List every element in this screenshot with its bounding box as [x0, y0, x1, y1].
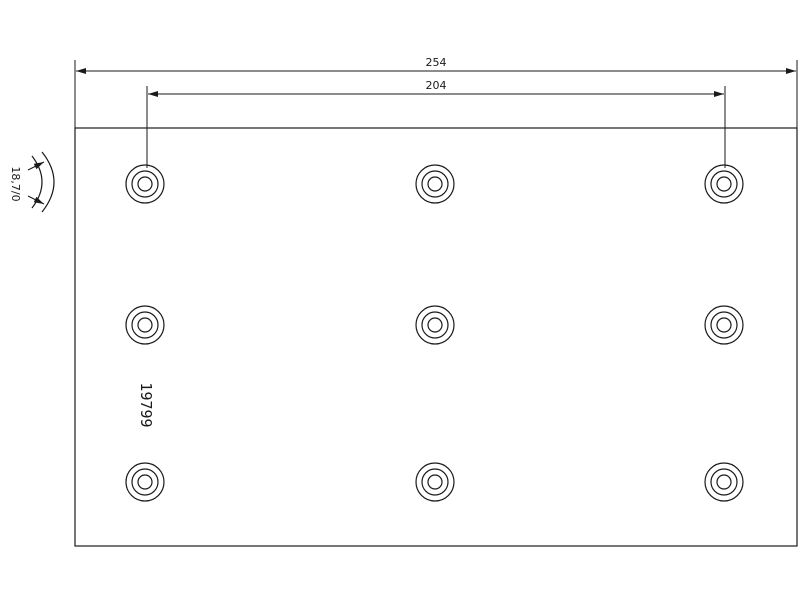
rivet-hole-inner-ring — [427, 317, 443, 333]
rivet-hole-outer-ring — [125, 164, 165, 204]
rivet-hole — [125, 462, 165, 502]
rivet-hole — [415, 305, 455, 345]
rivet-hole-middle-ring — [131, 468, 159, 496]
lining-curve-outer — [41, 151, 55, 213]
rivet-hole-inner-ring — [137, 176, 153, 192]
overall-width-label: 254 — [426, 56, 447, 69]
thickness-indicator: 18,7/0 — [9, 151, 55, 213]
rivet-hole-outer-ring — [415, 305, 455, 345]
rivet-hole-grid — [125, 164, 744, 502]
rivet-hole-inner-ring — [137, 317, 153, 333]
rivet-hole — [125, 164, 165, 204]
rivet-hole — [125, 305, 165, 345]
rivet-hole-inner-ring — [137, 474, 153, 490]
thickness-arrow-a — [27, 161, 45, 171]
rivet-hole — [415, 462, 455, 502]
rivet-hole-middle-ring — [421, 311, 449, 339]
thickness-label: 18,7/0 — [9, 166, 22, 201]
rivet-hole-outer-ring — [125, 462, 165, 502]
rivet-hole — [415, 164, 455, 204]
rivet-hole — [704, 305, 744, 345]
rivet-hole-middle-ring — [710, 311, 738, 339]
part-number: 19799 — [137, 382, 155, 427]
rivet-hole-outer-ring — [125, 305, 165, 345]
thickness-arrow-b — [27, 195, 45, 205]
rivet-hole — [704, 164, 744, 204]
rivet-hole-outer-ring — [704, 462, 744, 502]
rivet-hole-middle-ring — [421, 170, 449, 198]
rivet-hole-middle-ring — [131, 170, 159, 198]
rivet-hole-inner-ring — [716, 176, 732, 192]
lining-plate-outline — [74, 127, 798, 547]
rivet-hole-middle-ring — [710, 468, 738, 496]
rivet-hole-outer-ring — [415, 164, 455, 204]
rivet-hole-outer-ring — [415, 462, 455, 502]
hole-span-label: 204 — [426, 79, 447, 92]
rivet-hole-inner-ring — [716, 474, 732, 490]
rivet-hole-inner-ring — [427, 176, 443, 192]
rivet-hole-outer-ring — [704, 305, 744, 345]
rivet-hole — [704, 462, 744, 502]
rivet-hole-middle-ring — [710, 170, 738, 198]
rivet-hole-middle-ring — [421, 468, 449, 496]
rivet-hole-middle-ring — [131, 311, 159, 339]
rivet-hole-inner-ring — [716, 317, 732, 333]
rivet-hole-outer-ring — [704, 164, 744, 204]
rivet-hole-inner-ring — [427, 474, 443, 490]
